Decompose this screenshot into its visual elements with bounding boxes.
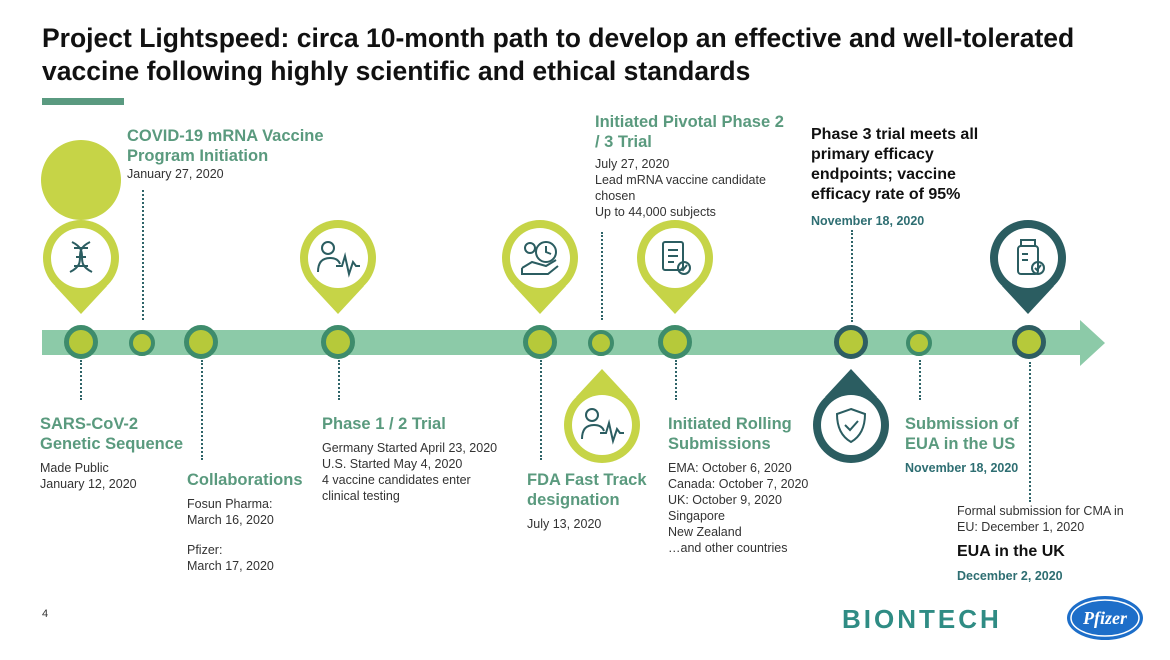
connector-fasttrack [540,360,542,460]
title-underline [42,98,124,105]
milestone-date: November 18, 2020 [905,461,1019,475]
milestone-program: COVID-19 mRNA Vaccine Program Initiation… [127,126,357,182]
hand-clock-gear-icon [521,241,559,275]
connector-phase12 [338,360,340,400]
patient-heartbeat-icon [581,408,624,445]
milestone-line: chosen [595,189,636,203]
vaccine-vial-icon [1017,239,1045,275]
node-rolling [658,325,692,359]
milestone-note: Formal submission for CMA in EU: Decembe… [957,504,1124,534]
milestone-fasttrack: FDA Fast Track designation July 13, 2020 [527,470,662,532]
milestone-date: November 18, 2020 [811,214,925,228]
node-collab [184,325,218,359]
node-program [129,330,155,356]
node-eua-us [906,330,932,356]
milestone-line: Lead mRNA vaccine candidate [595,173,766,187]
milestone-line: U.S. Started May 4, 2020 [322,457,463,471]
milestone-heading: Phase 1 / 2 Trial [322,415,446,433]
milestone-heading: Submission of EUA in the US [905,415,1019,453]
connector-pivotal [601,232,603,320]
milestone-line: Made Public [40,461,109,475]
milestone-heading: Phase 3 trial meets all primary efficacy… [811,126,979,203]
connector-sars [80,360,82,400]
pin-eua-uk [990,220,1066,314]
milestone-heading: FDA Fast Track designation [527,471,647,509]
page-title: Project Lightspeed: circa 10-month path … [42,23,1075,86]
milestone-line: New Zealand [668,525,742,539]
milestone-line: March 16, 2020 [187,513,274,527]
milestone-line: Fosun Pharma: [187,497,273,511]
milestone-phase3: Phase 3 trial meets all primary efficacy… [811,125,1001,229]
node-pivotal [588,330,614,356]
milestone-line: March 17, 2020 [187,559,274,573]
milestone-heading: Collaborations [187,471,303,489]
milestone-line: UK: October 9, 2020 [668,493,782,507]
milestone-line: Canada: October 7, 2020 [668,477,809,491]
node-eua-uk [1012,325,1046,359]
milestone-heading: EUA in the UK [957,543,1065,560]
node-phase3 [834,325,868,359]
milestone-heading: SARS-CoV-2 Genetic Sequence [40,415,184,453]
milestone-heading: COVID-19 mRNA Vaccine Program Initiation [127,127,324,165]
node-sars [64,325,98,359]
milestone-line: 4 vaccine candidates enter [322,473,471,487]
milestone-date: December 2, 2020 [957,569,1063,583]
pin-fasttrack [502,220,578,314]
milestone-sars: SARS-CoV-2 Genetic Sequence Made Public … [40,414,200,492]
milestone-line: …and other countries [668,541,788,555]
pfizer-logo: Pfizer [1067,596,1143,640]
biontech-logo: BIONTECH [842,604,1002,634]
pin-phase3 [813,369,889,463]
milestone-pivotal: Initiated Pivotal Phase 2 / 3 Trial July… [595,112,785,220]
connector-rolling [675,360,677,400]
milestone-phase12: Phase 1 / 2 Trial Germany Started April … [322,414,522,504]
milestone-collab: Collaborations Fosun Pharma: March 16, 2… [187,470,317,574]
milestone-heading: Initiated Rolling Submissions [668,415,792,453]
milestone-line: Germany Started April 23, 2020 [322,441,498,455]
milestone-rolling: Initiated Rolling Submissions EMA: Octob… [668,414,838,556]
node-phase12 [321,325,355,359]
connector-phase3 [851,230,853,322]
node-fasttrack [523,325,557,359]
milestone-line: July 27, 2020 [595,157,670,171]
milestone-eua-uk: Formal submission for CMA in EU: Decembe… [957,503,1147,584]
milestone-heading: Initiated Pivotal Phase 2 / 3 Trial [595,113,784,151]
milestone-date: July 13, 2020 [527,517,602,531]
connector-collab [201,360,203,460]
pin-pivotal [564,369,640,463]
patient-heartbeat-icon [317,241,360,278]
milestone-line: Singapore [668,509,725,523]
pin-phase12 [300,220,376,314]
page-number: 4 [42,608,49,620]
pin-rolling [637,220,713,314]
dna-icon [69,241,93,273]
shield-check-icon [835,407,867,444]
milestone-line: EMA: October 6, 2020 [668,461,792,475]
connector-program [142,190,144,320]
milestone-eua-us: Submission of EUA in the US November 18,… [905,414,1040,476]
pfizer-logo-text: Pfizer [1082,608,1128,628]
milestone-line: Up to 44,000 subjects [595,205,716,219]
milestone-line: January 12, 2020 [40,477,137,491]
milestone-line: clinical testing [322,489,400,503]
clipboard-check-icon [662,241,691,275]
milestone-line: Pfizer: [187,543,223,557]
connector-eua-uk [1029,362,1031,502]
connector-eua-us [919,360,921,400]
milestone-date: January 27, 2020 [127,167,224,181]
